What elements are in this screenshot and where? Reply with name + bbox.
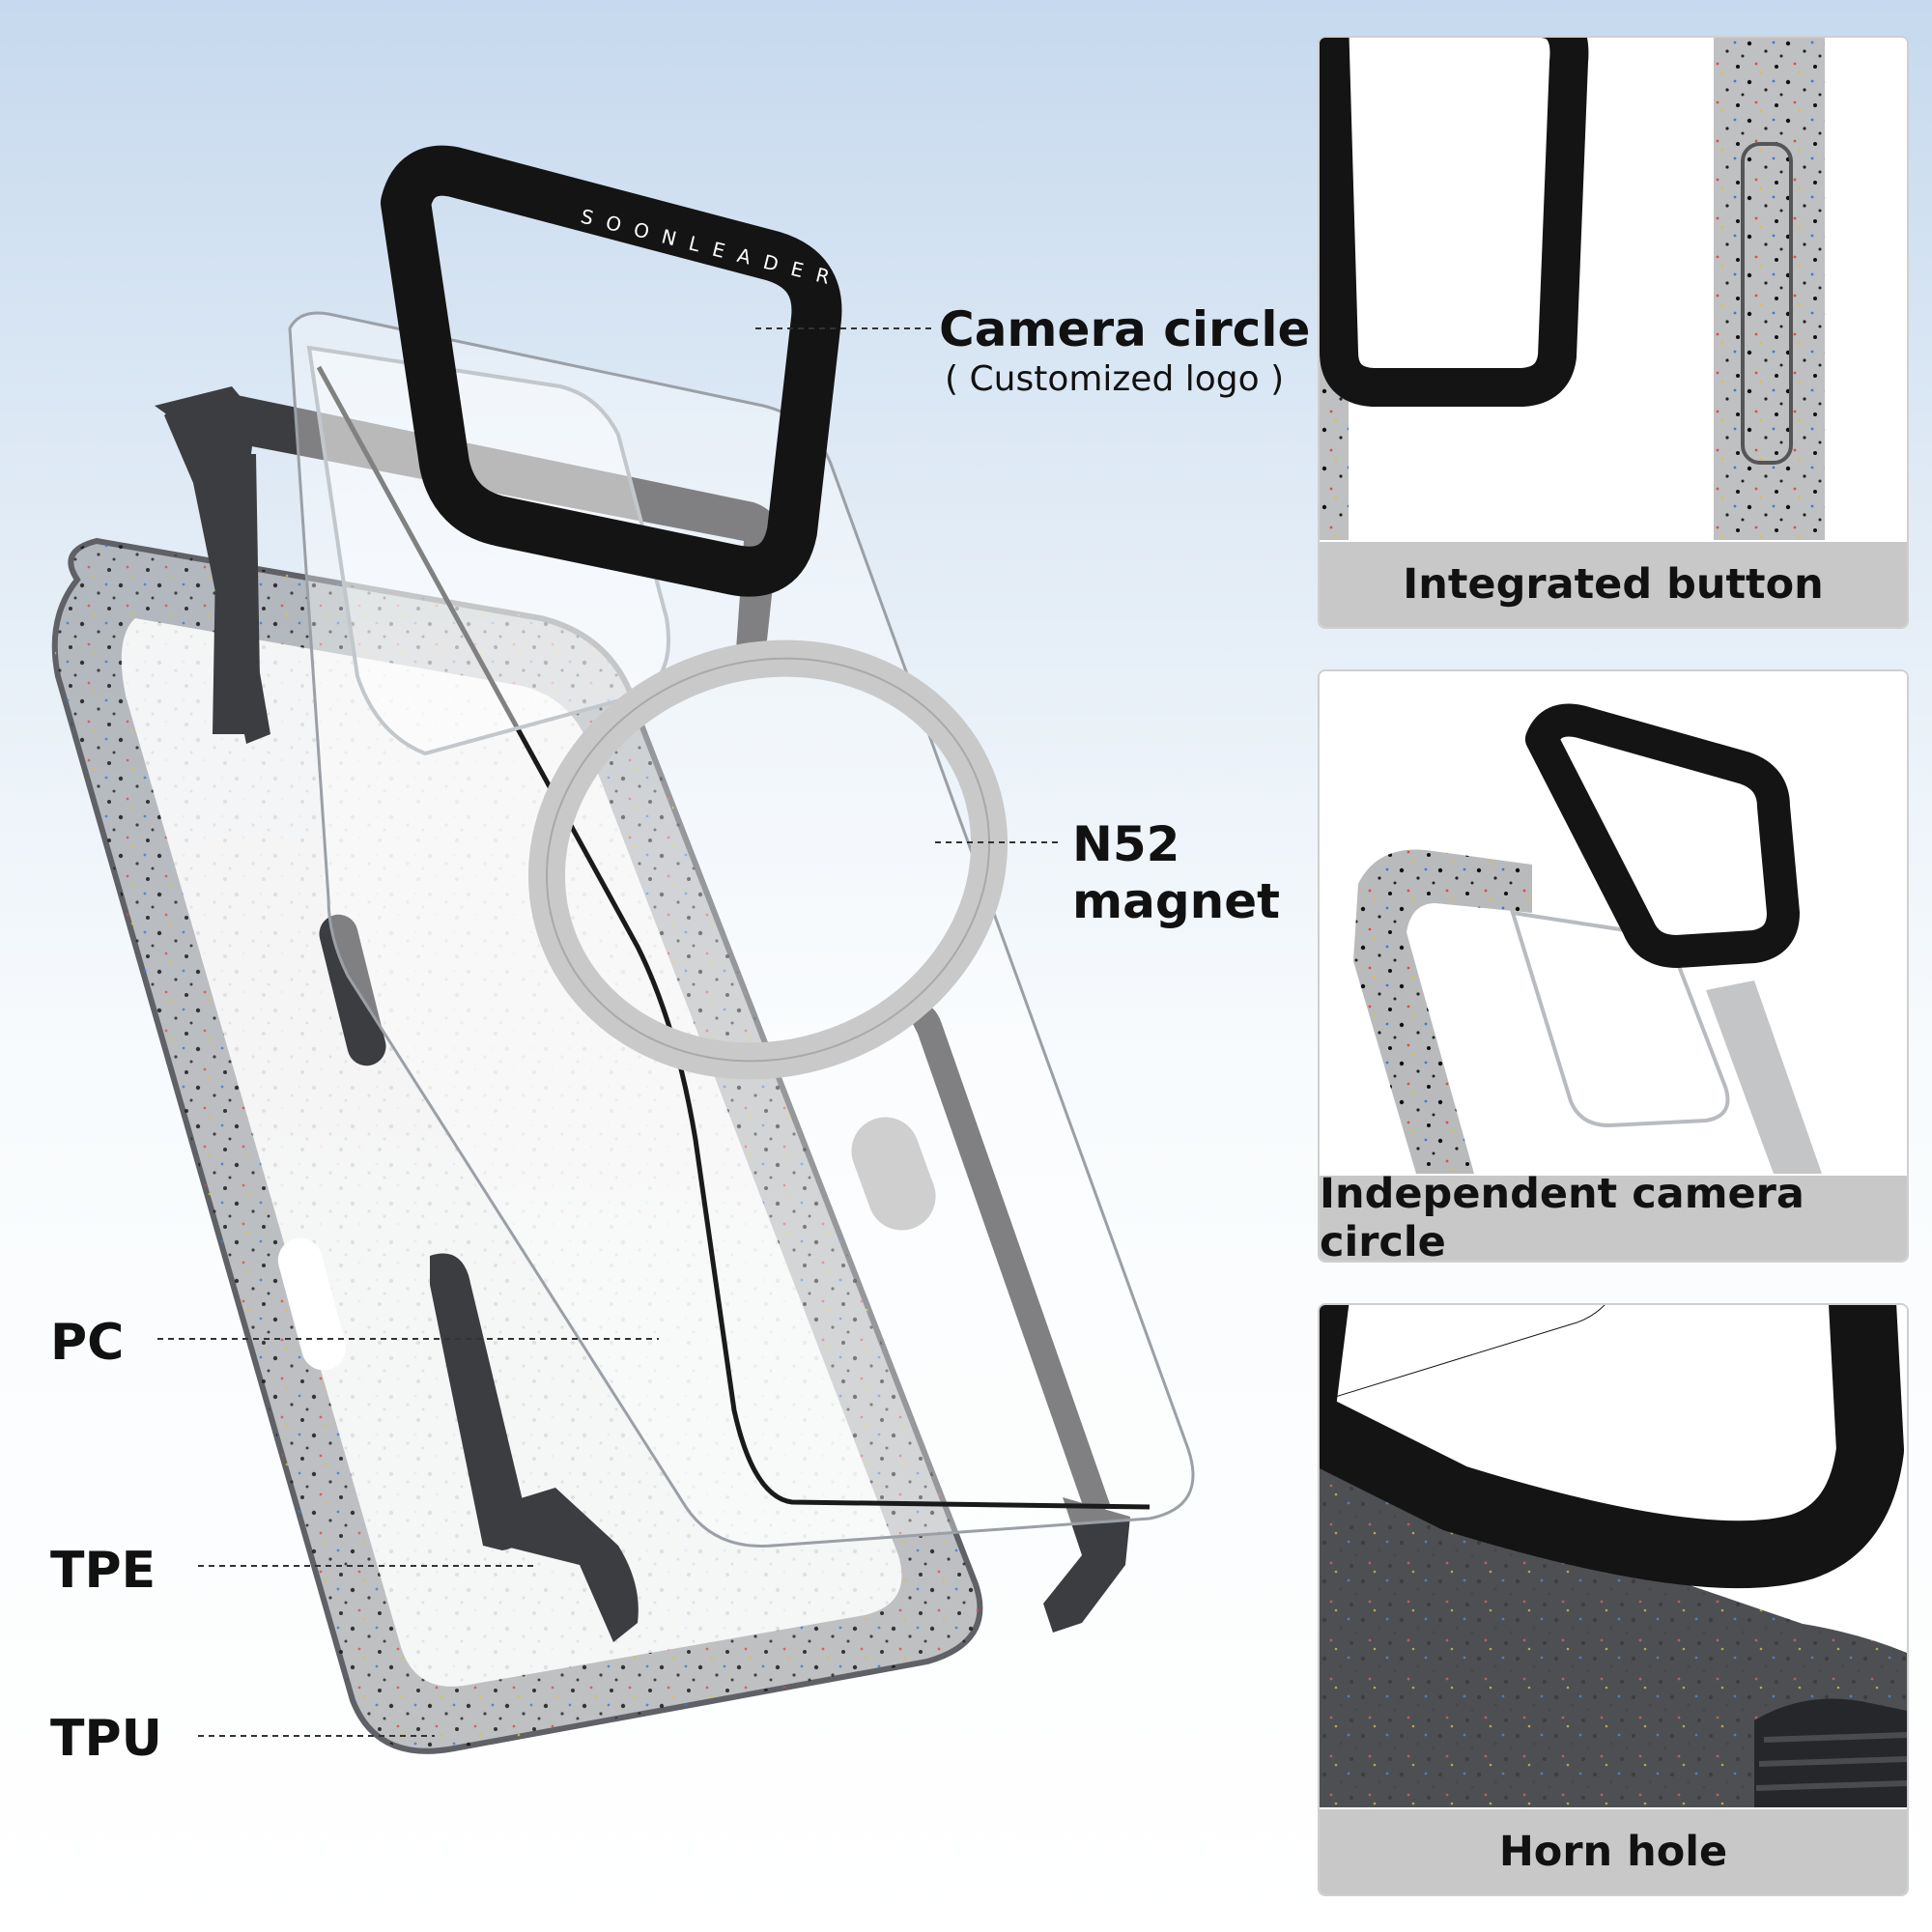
integrated-button-closeup (1320, 38, 1907, 627)
tpu-label: TPU (50, 1710, 162, 1768)
panel-caption-horn-hole: Horn hole (1320, 1809, 1907, 1894)
panel-integrated-button: Integrated button (1318, 36, 1909, 629)
camera-circle-title: Camera circle (939, 301, 1311, 357)
horn-hole-closeup (1320, 1305, 1907, 1894)
magnet-label-line2: magnet (1072, 873, 1281, 929)
pc-label: PC (50, 1314, 125, 1372)
n52-magnet-ring (527, 639, 1009, 1231)
exploded-case-illustration: SOONLEADER (51, 145, 1195, 1754)
leader-lines (157, 327, 1063, 1737)
panel-horn-hole: Horn hole (1318, 1303, 1909, 1896)
tpe-frame (155, 386, 1130, 1642)
panel-caption-independent-camera-circle: Independent camera circle (1320, 1170, 1907, 1261)
pc-back-plate (288, 311, 1195, 1548)
magnet-label-line1: N52 (1072, 816, 1180, 872)
panel-independent-camera-circle: Independent camera circle (1318, 669, 1909, 1263)
tpe-label: TPE (50, 1542, 156, 1600)
panel-caption-integrated-button: Integrated button (1320, 542, 1907, 627)
camera-circle-closeup (1320, 671, 1907, 1261)
camera-circle-subtitle: ( Customized logo ) (945, 359, 1285, 399)
tpu-frame (51, 537, 983, 1754)
